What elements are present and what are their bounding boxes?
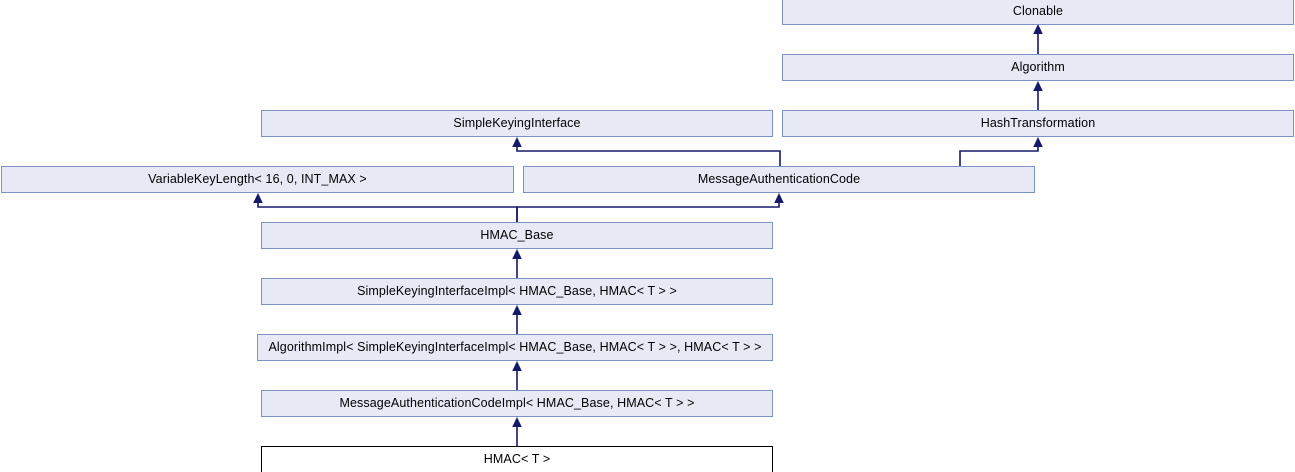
- class-node-label: Clonable: [1012, 3, 1064, 18]
- edge-messageauthenticationcode-to-hashtransformation: [959, 137, 1043, 166]
- class-node-hmac-base[interactable]: HMAC_Base: [261, 222, 773, 249]
- class-node-simplekeyinginterface[interactable]: SimpleKeyingInterface: [261, 110, 773, 137]
- edge-messageauthenticationcodeimpl-to-algorithmimpl: [512, 361, 522, 390]
- class-node-label: VariableKeyLength< 16, 0, INT_MAX >: [148, 172, 367, 187]
- class-node-label: SimpleKeyingInterface: [453, 116, 581, 131]
- class-node-messageauthenticationcode[interactable]: MessageAuthenticationCode: [523, 166, 1035, 193]
- class-node-label: MessageAuthenticationCodeImpl< HMAC_Base…: [339, 396, 695, 411]
- edge-simplekeyinginterfaceimpl-to-hmacbase: [512, 249, 522, 278]
- edge-algorithm-to-clonable: [1033, 24, 1043, 54]
- class-node-variablekeylength[interactable]: VariableKeyLength< 16, 0, INT_MAX >: [1, 166, 514, 193]
- edge-hmacbase-to-messageauthenticationcode: [516, 193, 784, 222]
- edge-messageauthenticationcode-to-simplekeyinginterface: [512, 137, 781, 166]
- class-node-simplekeyinginterfaceimpl[interactable]: SimpleKeyingInterfaceImpl< HMAC_Base, HM…: [261, 278, 773, 305]
- class-node-label: SimpleKeyingInterfaceImpl< HMAC_Base, HM…: [357, 284, 677, 299]
- class-node-hmac-t[interactable]: HMAC< T >: [261, 446, 773, 472]
- class-node-label: HashTransformation: [980, 116, 1096, 131]
- class-node-label: AlgorithmImpl< SimpleKeyingInterfaceImpl…: [268, 340, 762, 355]
- edge-hmact-to-messageauthenticationcodeimpl: [512, 417, 522, 446]
- class-node-hashtransformation[interactable]: HashTransformation: [782, 110, 1294, 137]
- edge-hmacbase-to-variablekeylength: [253, 193, 518, 222]
- class-node-label: HMAC_Base: [480, 228, 554, 243]
- class-node-algorithm[interactable]: Algorithm: [782, 54, 1294, 81]
- class-node-label: MessageAuthenticationCode: [697, 172, 861, 187]
- class-node-label: Algorithm: [1011, 60, 1065, 75]
- class-node-messageauthenticationcodeimpl[interactable]: MessageAuthenticationCodeImpl< HMAC_Base…: [261, 390, 773, 417]
- class-node-clonable[interactable]: Clonable: [782, 0, 1294, 25]
- edge-hashtransformation-to-algorithm: [1033, 81, 1043, 110]
- class-node-label: HMAC< T >: [483, 452, 551, 467]
- class-node-algorithmimpl[interactable]: AlgorithmImpl< SimpleKeyingInterfaceImpl…: [257, 334, 773, 361]
- edge-algorithmimpl-to-simplekeyinginterfaceimpl: [512, 305, 522, 334]
